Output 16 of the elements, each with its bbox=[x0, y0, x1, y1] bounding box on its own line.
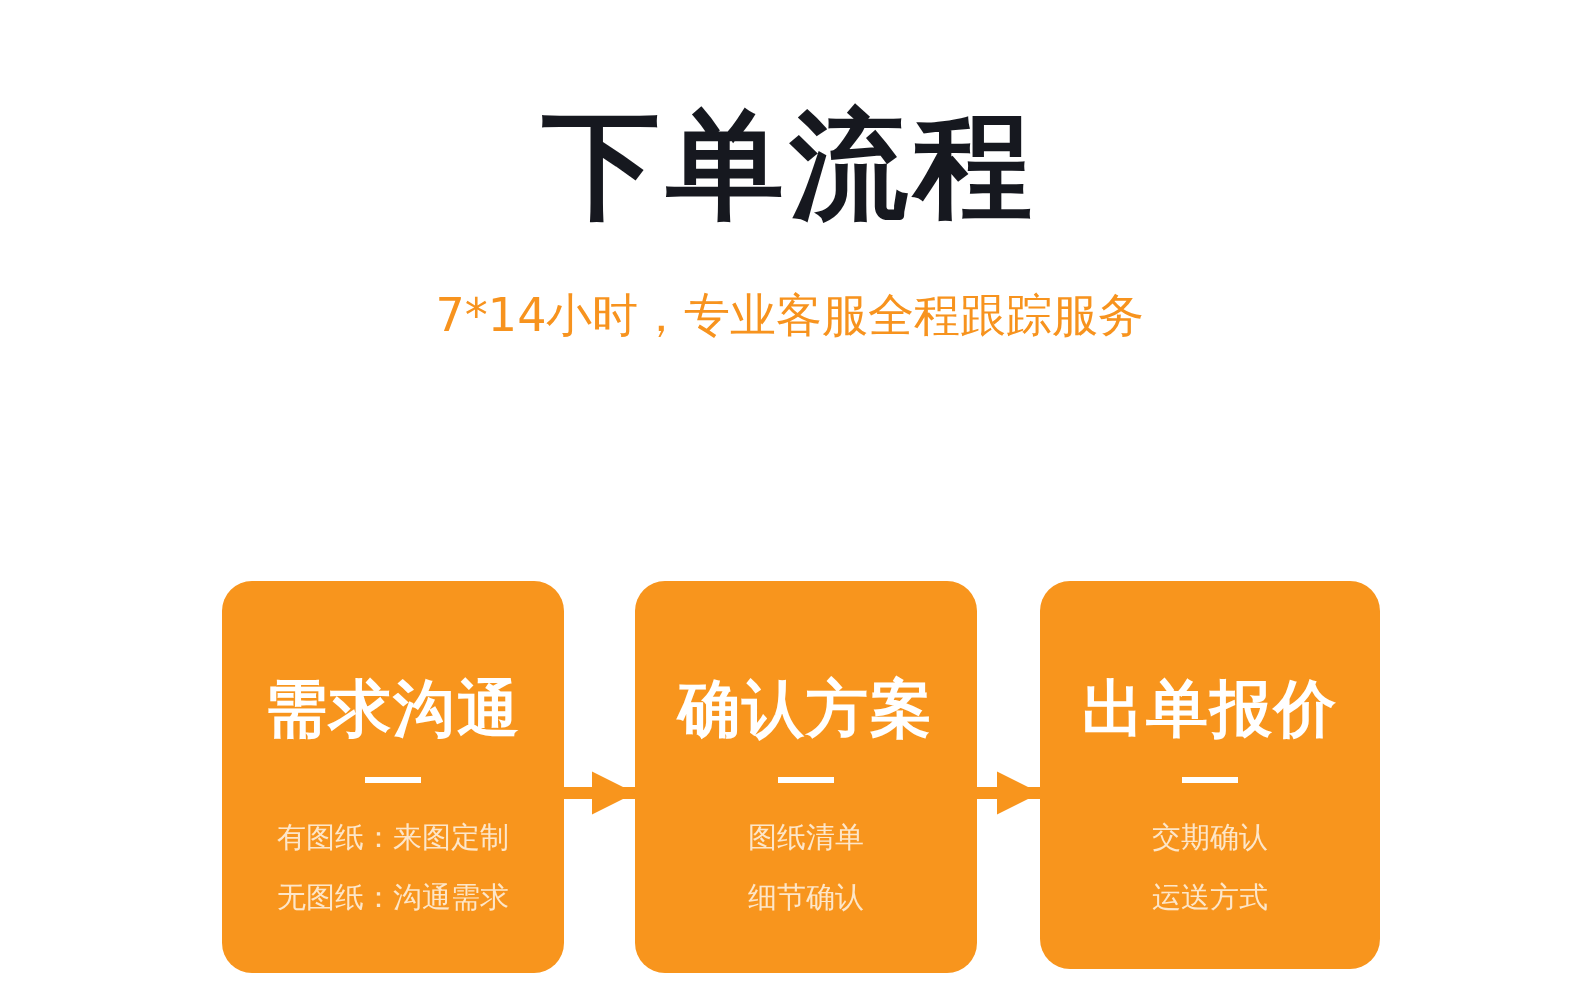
step-detail: 细节确认 bbox=[748, 880, 864, 914]
subtitle: 7*14小时，专业客服全程跟踪服务 bbox=[435, 288, 1145, 342]
step-box bbox=[635, 581, 977, 973]
title: 下单流程 bbox=[542, 96, 1038, 234]
arrow bbox=[977, 771, 1040, 815]
step-detail: 图纸清单 bbox=[748, 820, 864, 854]
step-heading: 出单报价 bbox=[1082, 672, 1338, 745]
step-detail: 有图纸：来图定制 bbox=[277, 820, 509, 854]
step-heading: 确认方案 bbox=[678, 672, 934, 745]
step-detail: 交期确认 bbox=[1152, 820, 1268, 854]
arrow bbox=[564, 771, 635, 815]
step-heading: 需求沟通 bbox=[265, 672, 521, 745]
step-box bbox=[222, 581, 564, 973]
step-detail: 无图纸：沟通需求 bbox=[277, 880, 509, 914]
step-detail: 运送方式 bbox=[1152, 880, 1268, 914]
step-box bbox=[1040, 581, 1380, 969]
